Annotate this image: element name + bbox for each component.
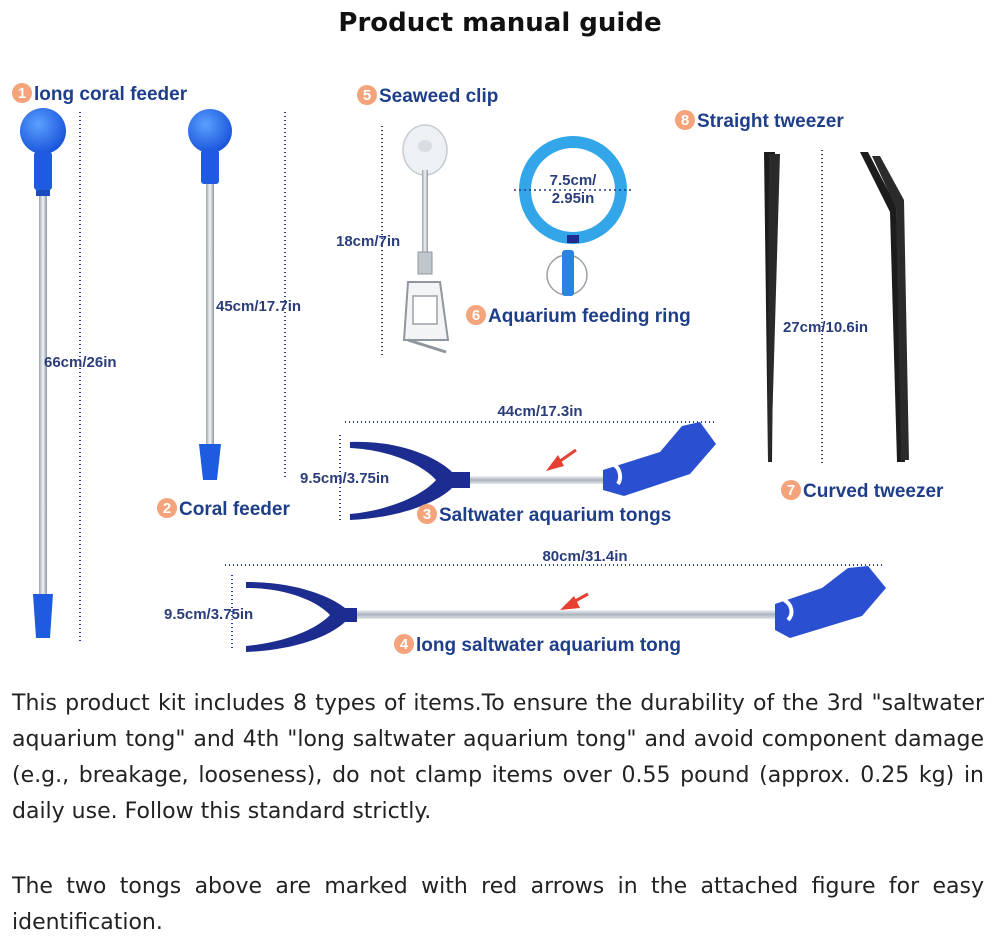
curved-tweezer bbox=[860, 152, 909, 462]
svg-text:1: 1 bbox=[18, 85, 26, 102]
aquarium-feeding-ring bbox=[514, 136, 632, 296]
svg-text:Seaweed clip: Seaweed clip bbox=[379, 86, 498, 107]
item-5-label: 5 Seaweed clip bbox=[357, 85, 498, 107]
svg-text:3: 3 bbox=[423, 506, 431, 523]
item-8-size: 27cm/10.6in bbox=[783, 319, 868, 336]
item-3-label: 3 Saltwater aquarium tongs bbox=[417, 504, 671, 526]
svg-text:7: 7 bbox=[787, 482, 795, 499]
svg-text:Aquarium feeding ring: Aquarium feeding ring bbox=[488, 306, 691, 327]
item-6-label: 6 Aquarium feeding ring bbox=[466, 305, 691, 327]
item-2-size: 45cm/17.7in bbox=[216, 298, 301, 315]
svg-text:long saltwater aquarium tong: long saltwater aquarium tong bbox=[416, 635, 681, 656]
svg-text:8: 8 bbox=[681, 112, 689, 129]
svg-text:Coral feeder: Coral feeder bbox=[179, 499, 290, 520]
saltwater-aquarium-tongs bbox=[350, 422, 716, 520]
straight-tweezer bbox=[764, 152, 780, 462]
identification-paragraph: The two tongs above are marked with red … bbox=[12, 874, 984, 935]
item-4-length: 80cm/31.4in bbox=[542, 548, 627, 565]
svg-text:5: 5 bbox=[363, 87, 371, 104]
svg-text:6: 6 bbox=[472, 307, 480, 324]
item-7-label: 7 Curved tweezer bbox=[781, 480, 944, 502]
long-coral-feeder bbox=[20, 108, 66, 638]
item-5-size: 18cm/7in bbox=[336, 233, 400, 250]
item-1-size: 66cm/26in bbox=[44, 354, 117, 371]
item-6-size-line1: 7.5cm/ bbox=[550, 172, 598, 189]
item-8-label: 8 Straight tweezer bbox=[675, 110, 844, 132]
svg-text:4: 4 bbox=[400, 636, 409, 653]
svg-text:2: 2 bbox=[163, 500, 171, 517]
item-4-label: 4 long saltwater aquarium tong bbox=[394, 634, 681, 656]
svg-text:Curved tweezer: Curved tweezer bbox=[803, 481, 944, 502]
svg-text:Straight tweezer: Straight tweezer bbox=[697, 111, 844, 132]
item-1-label: 1 long coral feeder bbox=[12, 83, 188, 105]
item-3-width: 9.5cm/3.75in bbox=[300, 470, 389, 487]
svg-text:long coral feeder: long coral feeder bbox=[34, 84, 188, 105]
product-figure: 1 long coral feeder 66cm/26in 2 Coral fe… bbox=[12, 83, 944, 656]
item-3-length: 44cm/17.3in bbox=[497, 403, 582, 420]
coral-feeder bbox=[188, 109, 232, 480]
item-2-label: 2 Coral feeder bbox=[157, 498, 290, 520]
item-4-width: 9.5cm/3.75in bbox=[164, 606, 253, 623]
seaweed-clip bbox=[402, 124, 450, 354]
page-title: Product manual guide bbox=[338, 8, 662, 38]
long-saltwater-aquarium-tong bbox=[246, 566, 886, 652]
durability-paragraph: This product kit includes 8 types of ite… bbox=[12, 691, 984, 824]
item-6-size-line2: 2.95in bbox=[552, 190, 595, 207]
svg-text:Saltwater aquarium tongs: Saltwater aquarium tongs bbox=[439, 505, 671, 526]
